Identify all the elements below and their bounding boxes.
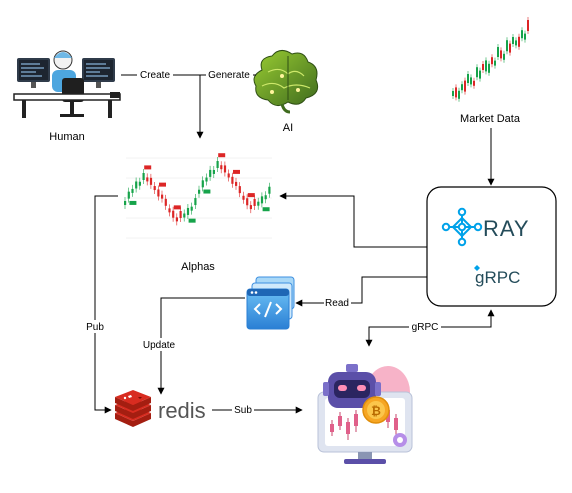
grpc-logo-icon [474, 265, 480, 271]
alphas-chart-icon [124, 153, 272, 239]
ray-logo-icon [441, 207, 483, 247]
grpc-label: gRPC [475, 268, 520, 287]
alphas-label: Alphas [181, 261, 215, 273]
ray-label: RAY [483, 216, 530, 241]
human-label: Human [49, 131, 84, 143]
ai-label: AI [283, 122, 293, 134]
edge-label-read: Read [325, 298, 349, 309]
edge-update [157, 297, 245, 395]
svg-text:₿: ₿ [371, 404, 381, 418]
edge-label-grpc: gRPC [412, 322, 439, 333]
market-data-chart-icon [452, 17, 529, 102]
redis-label: redis [158, 398, 206, 423]
ray-grpc-box [426, 186, 557, 307]
edge-label-generate: Generate [208, 70, 250, 81]
edge-label-sub: Sub [234, 405, 252, 416]
market-data-label: Market Data [460, 113, 521, 125]
edge-label-update: Update [143, 340, 176, 351]
trading-bot-icon: ₿ [317, 364, 413, 464]
edge-pub [94, 195, 118, 414]
redis-logo-icon [115, 390, 151, 427]
edge-label-pub: Pub [86, 322, 104, 333]
human-icon [13, 50, 121, 118]
edge-read [295, 276, 427, 307]
brain-icon [253, 50, 319, 114]
edge-label-create: Create [140, 70, 170, 81]
code-file-icon [246, 276, 295, 330]
edge-ray-to-alphas [279, 192, 427, 248]
